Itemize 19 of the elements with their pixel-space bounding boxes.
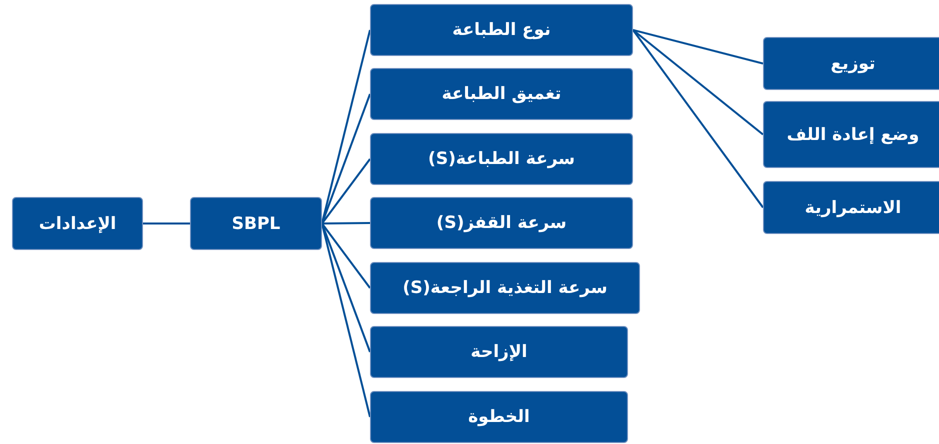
- connector-line: [632, 29, 764, 64]
- connector-line: [143, 222, 190, 224]
- connector-line: [632, 29, 764, 208]
- process-box: SBPL: [190, 197, 322, 250]
- connector-line: [321, 222, 371, 289]
- process-box: وضع إعادة اللف: [763, 101, 939, 168]
- process-box: سرعة التغذية الراجعة(S): [370, 262, 640, 314]
- process-box: تغميق الطباعة: [370, 68, 633, 120]
- connector-line: [321, 158, 371, 224]
- process-box: الاستمرارية: [763, 181, 939, 234]
- process-box: نوع الطباعة: [370, 4, 633, 56]
- process-box: الإزاحة: [370, 326, 628, 378]
- connector-line: [322, 222, 370, 224]
- connector-line: [632, 29, 764, 136]
- process-box: سرعة الطباعة(S): [370, 133, 633, 185]
- process-box: توزيع: [763, 37, 939, 90]
- process-box: الإعدادات: [12, 197, 143, 250]
- process-box: الخطوة: [370, 391, 628, 443]
- process-box: سرعة القفز(S): [370, 197, 633, 249]
